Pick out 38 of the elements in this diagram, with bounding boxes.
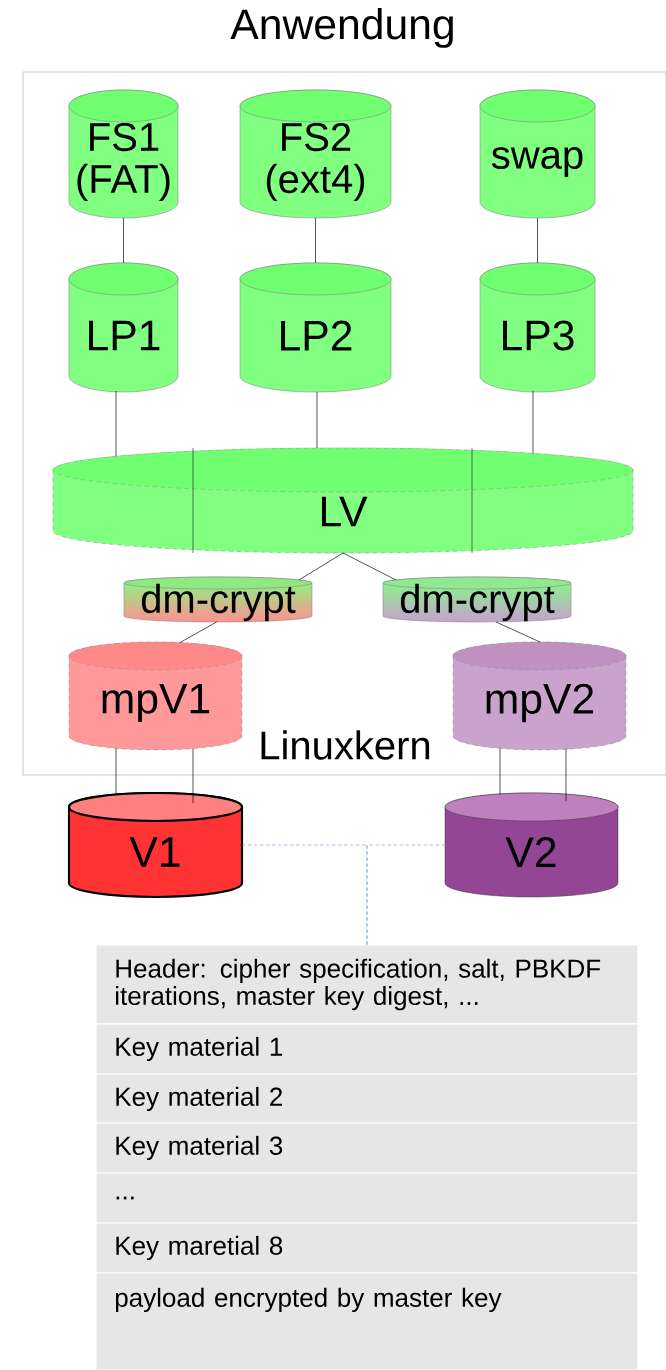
connector-line (115, 390, 117, 457)
cylinder: LP3 (479, 262, 596, 393)
connector-line (366, 844, 446, 946)
table-row: Key material 3 (95, 1122, 639, 1174)
frame-label: Linuxkern (261, 730, 430, 760)
connector-line (315, 217, 316, 264)
connector-line (316, 391, 318, 449)
connector-line (123, 217, 124, 264)
cylinder: swap (479, 89, 596, 219)
connector-line (179, 621, 217, 643)
title: Anwendung (230, 8, 453, 48)
cylinder: LP2 (239, 262, 392, 393)
cylinder: LV (52, 447, 634, 554)
cylinder: mpV1 (68, 641, 243, 751)
table-row: Key maretial 8 (95, 1222, 639, 1274)
cylinder: FS1 (FAT) (68, 89, 179, 219)
cylinder: V2 (444, 792, 619, 898)
connector-line (342, 552, 397, 581)
cylinder: dm-crypt (382, 576, 572, 623)
connector-line (115, 748, 117, 795)
connector-line (298, 552, 344, 581)
connector-line (241, 844, 368, 946)
cylinder: FS2 (ext4) (239, 89, 392, 219)
connector-line (495, 621, 541, 643)
table-row: Key material 1 (95, 1023, 639, 1075)
cylinder: mpV2 (452, 641, 627, 751)
table-row: Header: cipher specification, salt, PBKDF iterations, master key digest, ... (95, 944, 639, 1025)
cylinder: V1 (67, 791, 244, 899)
connector-line (192, 748, 194, 804)
table-row: payload encrypted by master key (95, 1272, 639, 1370)
cylinder: LP1 (68, 262, 179, 393)
connector-line (565, 748, 567, 802)
cylinder: dm-crypt (123, 576, 313, 623)
connector-line (499, 748, 501, 795)
table-row: Key material 2 (95, 1073, 639, 1124)
connector-line (532, 390, 534, 454)
connector-line (537, 217, 538, 264)
table-row: ... (95, 1172, 639, 1224)
